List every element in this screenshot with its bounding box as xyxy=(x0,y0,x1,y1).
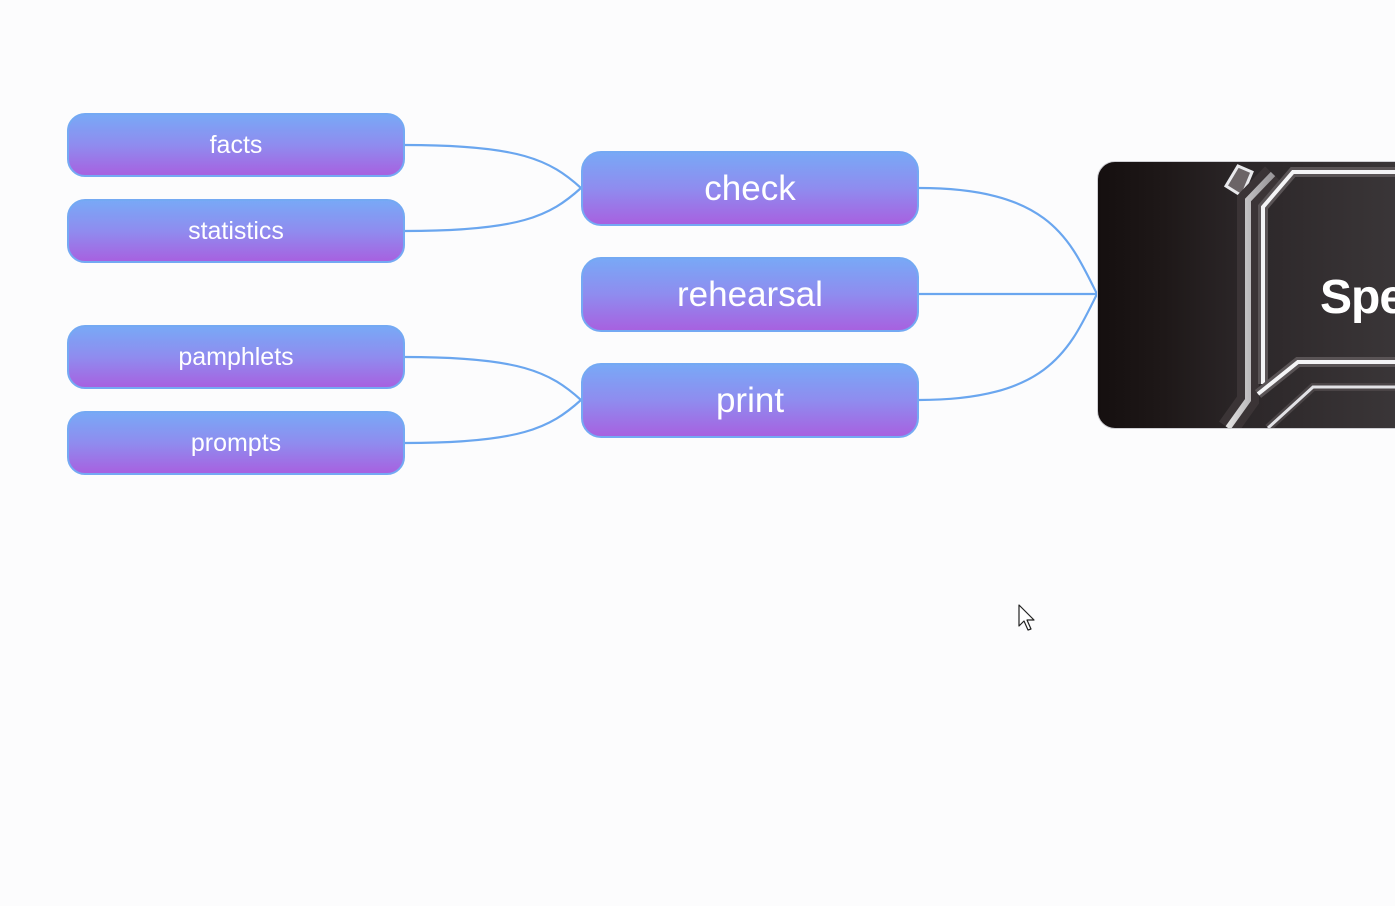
node-check-label: check xyxy=(704,168,796,208)
connector-statistics-check xyxy=(403,186,583,233)
node-print-label: print xyxy=(715,380,785,420)
connector-check-central xyxy=(917,186,1099,296)
arrow-pointer-icon xyxy=(1018,604,1035,631)
node-facts[interactable]: facts xyxy=(67,113,405,177)
node-statistics[interactable]: statistics xyxy=(67,199,405,263)
central-topic-node[interactable]: Spe xyxy=(1097,161,1395,429)
node-facts-label: facts xyxy=(209,130,263,159)
node-rehearsal[interactable]: rehearsal xyxy=(581,257,919,332)
connector-pamphlets-print xyxy=(403,355,583,402)
node-print[interactable]: print xyxy=(581,363,919,438)
central-topic-label: Spe xyxy=(1320,271,1395,324)
connector-print-central xyxy=(917,292,1099,402)
node-statistics-label: statistics xyxy=(188,216,284,245)
node-prompts-label: prompts xyxy=(190,428,282,457)
node-pamphlets[interactable]: pamphlets xyxy=(67,325,405,389)
connector-prompts-print xyxy=(403,398,583,445)
central-topic-image xyxy=(1219,164,1395,428)
node-rehearsal-label: rehearsal xyxy=(677,274,823,314)
node-check[interactable]: check xyxy=(581,151,919,226)
connector-facts-check xyxy=(403,143,583,190)
node-pamphlets-label: pamphlets xyxy=(178,342,294,371)
node-prompts[interactable]: prompts xyxy=(67,411,405,475)
